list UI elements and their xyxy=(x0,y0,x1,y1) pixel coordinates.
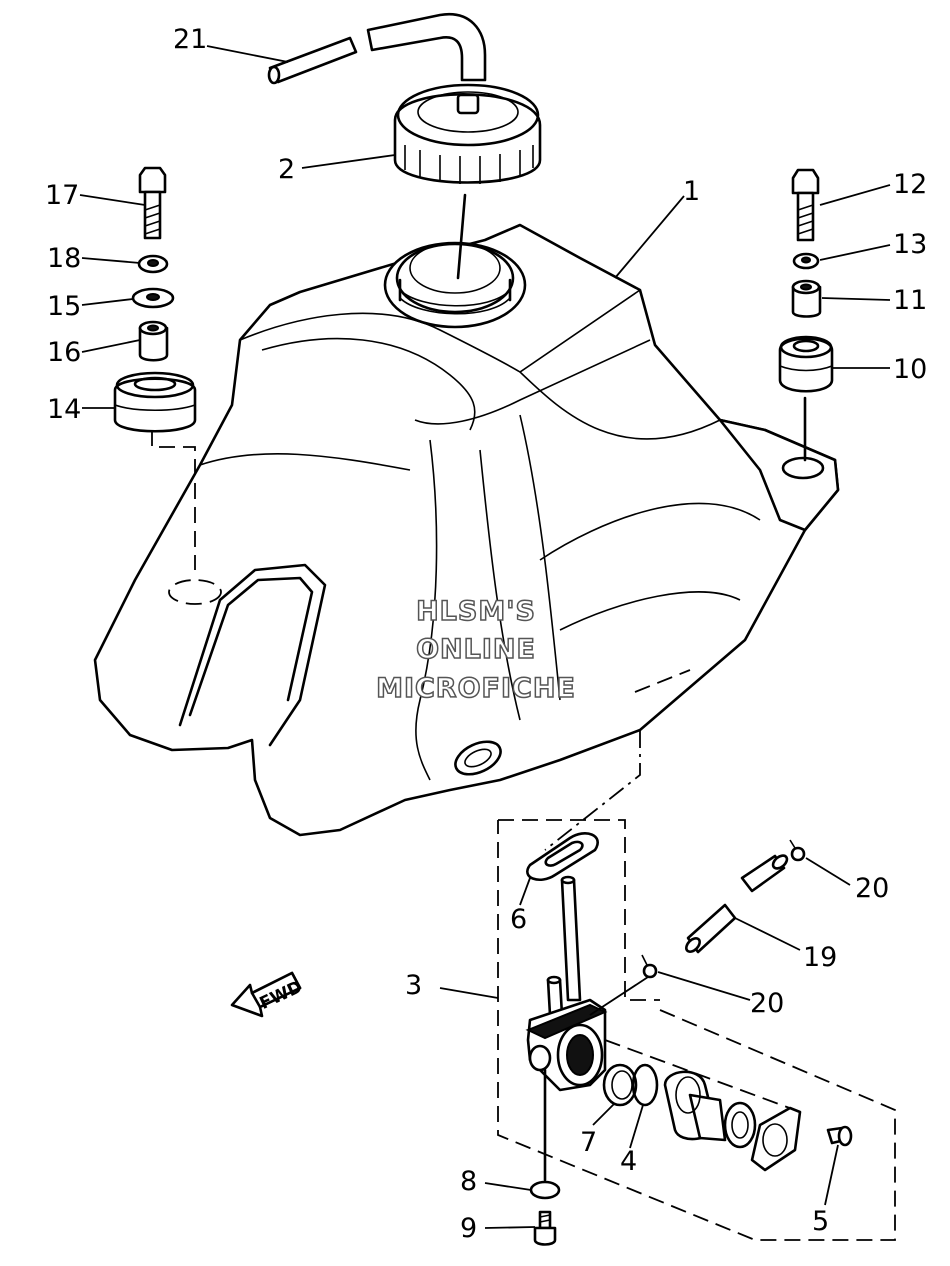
callout-11: 11 xyxy=(893,285,927,316)
callout-2: 2 xyxy=(278,154,295,185)
left-mount-hardware xyxy=(113,166,197,570)
callout-9: 9 xyxy=(460,1213,477,1244)
callout-20-upper: 20 xyxy=(855,873,889,904)
callout-5: 5 xyxy=(812,1206,829,1237)
callout-leaders xyxy=(79,45,891,1229)
callout-20-lower: 20 xyxy=(750,988,784,1019)
watermark-line-3: MICROFICHE xyxy=(376,673,576,704)
watermark-line-1: HLSM'S xyxy=(416,596,536,627)
callout-16: 16 xyxy=(47,337,81,368)
callout-17: 17 xyxy=(45,180,79,211)
fuel-cock-assembly xyxy=(497,730,896,1246)
callout-12: 12 xyxy=(893,169,927,200)
callout-6: 6 xyxy=(510,904,527,935)
callout-8: 8 xyxy=(460,1166,477,1197)
callout-18: 18 xyxy=(47,243,81,274)
right-mount-hardware xyxy=(778,168,834,462)
callout-7: 7 xyxy=(580,1127,597,1158)
callout-labels: 21 2 1 17 18 15 16 14 12 13 11 10 3 6 7 … xyxy=(45,24,927,1244)
watermark: HLSM'S ONLINE MICROFICHE xyxy=(375,595,576,705)
callout-1: 1 xyxy=(683,176,700,207)
breather-hose xyxy=(267,12,487,85)
fuel-cap xyxy=(393,83,542,280)
callout-4: 4 xyxy=(620,1146,637,1177)
callout-19: 19 xyxy=(803,942,837,973)
callout-10: 10 xyxy=(893,354,927,385)
fuel-tank xyxy=(93,223,840,837)
watermark-line-2: ONLINE xyxy=(416,634,536,665)
callout-3: 3 xyxy=(405,970,422,1001)
callout-13: 13 xyxy=(893,229,927,260)
forward-direction-arrow: FWD xyxy=(230,971,305,1018)
callout-21: 21 xyxy=(173,24,207,55)
callout-15: 15 xyxy=(47,291,81,322)
callout-14: 14 xyxy=(47,394,81,425)
